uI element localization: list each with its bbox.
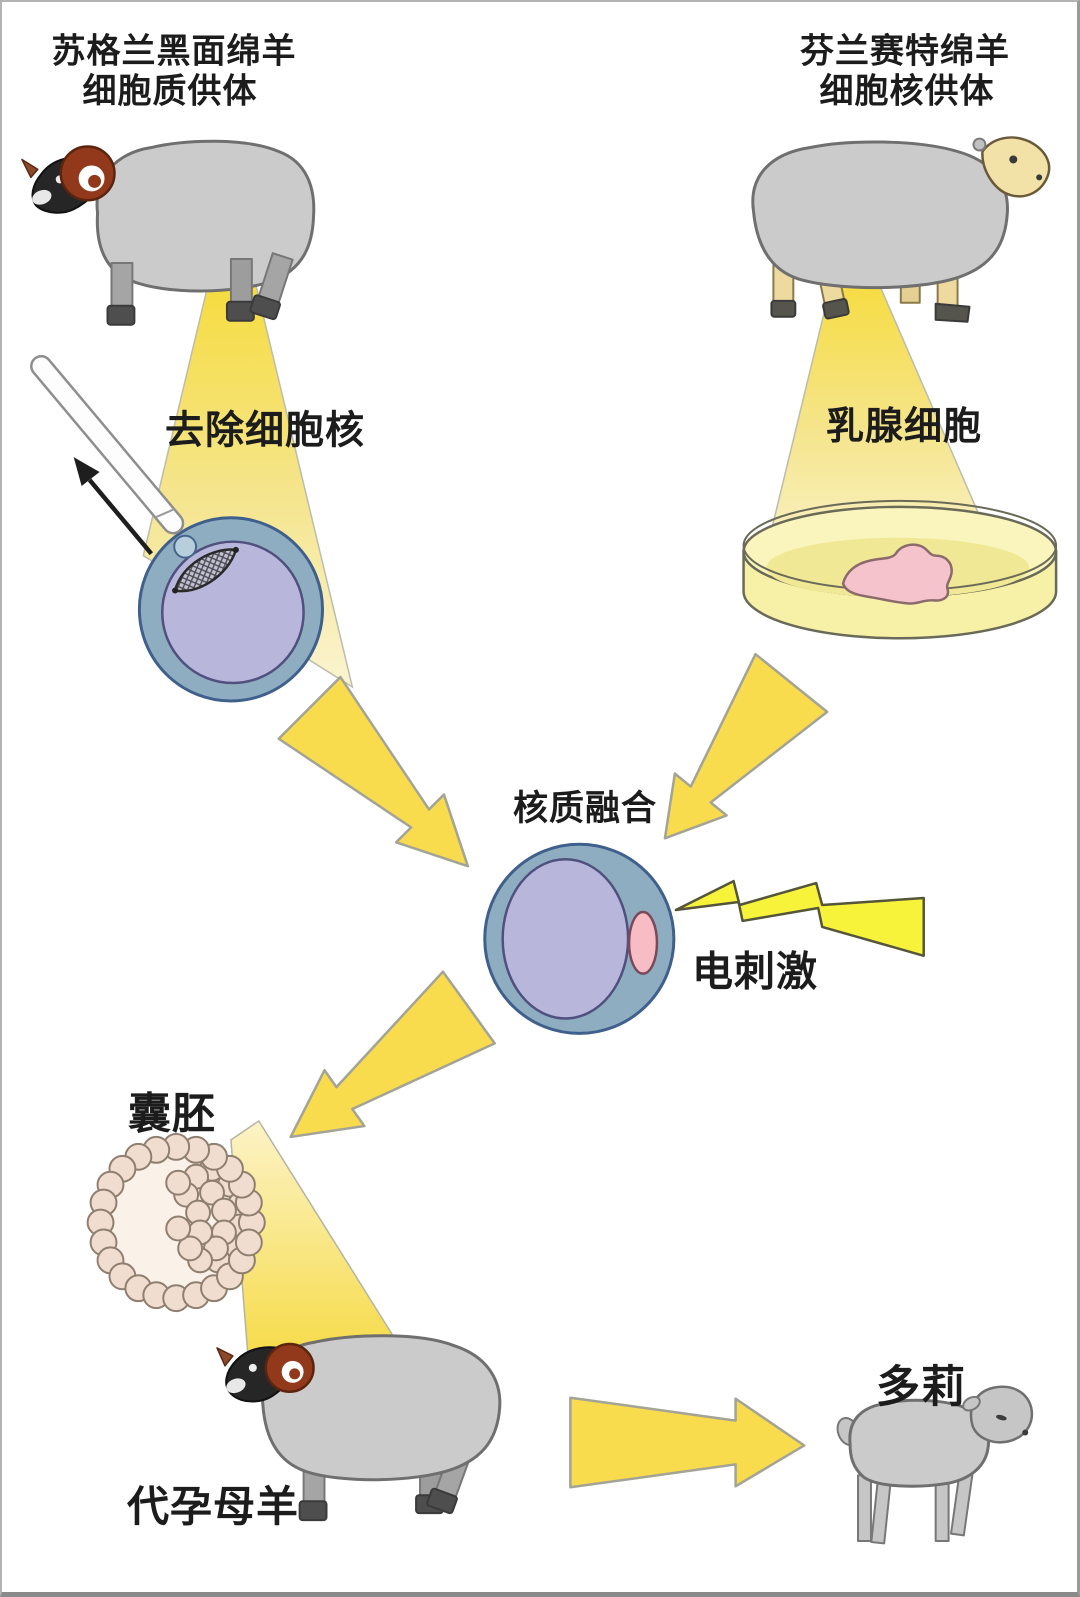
blastocyst-cells bbox=[86, 1132, 266, 1313]
label-dolly: 多莉 bbox=[876, 1362, 966, 1412]
label-nucleus-donor-line1: 芬兰赛特绵羊 bbox=[800, 32, 1010, 71]
sheep-rear-leg bbox=[249, 252, 294, 321]
lamb-ear bbox=[962, 1395, 981, 1412]
arrow-dish-to-fusion bbox=[663, 652, 829, 840]
lamb-body bbox=[848, 1398, 991, 1488]
finn-dorset-sheep bbox=[751, 136, 1051, 323]
arrow-surrogate-to-dolly bbox=[569, 1396, 806, 1489]
petri-dish bbox=[742, 499, 1058, 640]
sheep-nostril bbox=[1036, 174, 1043, 181]
sheep-leg bbox=[110, 261, 134, 310]
micropipette-icon bbox=[30, 354, 185, 535]
sheep-body bbox=[260, 1334, 502, 1482]
arrow-fusion-to-blastocyst bbox=[289, 970, 496, 1139]
label-fusion: 核质融合 bbox=[512, 788, 658, 828]
scottish-blackface-sheep bbox=[21, 139, 316, 326]
label-surrogate-ewe: 代孕母羊 bbox=[126, 1482, 300, 1530]
egg-cytoplasm bbox=[161, 540, 305, 685]
sheep-leg bbox=[229, 258, 253, 306]
egg-nucleus bbox=[172, 546, 239, 594]
dorset-head bbox=[981, 136, 1051, 198]
dolly-lamb bbox=[836, 1385, 1034, 1545]
label-cytoplasm-donor-line2: 细胞质供体 bbox=[82, 72, 258, 111]
label-remove-nucleus: 去除细胞核 bbox=[164, 409, 366, 453]
arrow-egg-to-fusion bbox=[277, 675, 470, 868]
sheep-body bbox=[751, 140, 1009, 290]
sheep-eye bbox=[248, 1363, 257, 1372]
lamb-eye bbox=[996, 1414, 1007, 1421]
label-blastocyst: 囊胚 bbox=[128, 1090, 216, 1139]
sheep-eye bbox=[1009, 155, 1018, 164]
sheep-hoof bbox=[770, 299, 797, 318]
lightning-bolt-icon bbox=[674, 879, 925, 958]
donor-nucleus bbox=[627, 910, 659, 975]
lamb-leg bbox=[857, 1474, 872, 1543]
lamb-nostril bbox=[1022, 1429, 1029, 1436]
label-mammary-cells: 乳腺细胞 bbox=[825, 406, 983, 449]
extraction-arrow-icon bbox=[73, 457, 154, 556]
sheep-ear bbox=[21, 158, 39, 179]
mammary-tissue bbox=[841, 543, 953, 605]
label-electric-stimulus: 电刺激 bbox=[692, 948, 818, 995]
sheep-hoof bbox=[106, 304, 136, 326]
sheep-ear bbox=[972, 137, 987, 152]
sheep-ear bbox=[216, 1347, 234, 1367]
sheep-hoof bbox=[298, 1500, 328, 1522]
fused-cell bbox=[483, 842, 676, 1035]
sheep-muzzle-patch bbox=[32, 189, 52, 205]
egg-cell bbox=[137, 516, 325, 703]
sheep-hoof bbox=[934, 302, 971, 323]
lamb-head bbox=[969, 1385, 1034, 1444]
sheep-muzzle-patch bbox=[226, 1378, 246, 1394]
fused-cell-cytoplasm bbox=[501, 857, 630, 1020]
lamb-leg bbox=[870, 1477, 892, 1545]
polar-body bbox=[173, 534, 198, 559]
label-cytoplasm-donor-line1: 苏格兰黑面绵羊 bbox=[51, 32, 297, 71]
surrogate-sheep bbox=[216, 1334, 502, 1522]
label-nucleus-donor-line2: 细胞核供体 bbox=[819, 72, 995, 111]
